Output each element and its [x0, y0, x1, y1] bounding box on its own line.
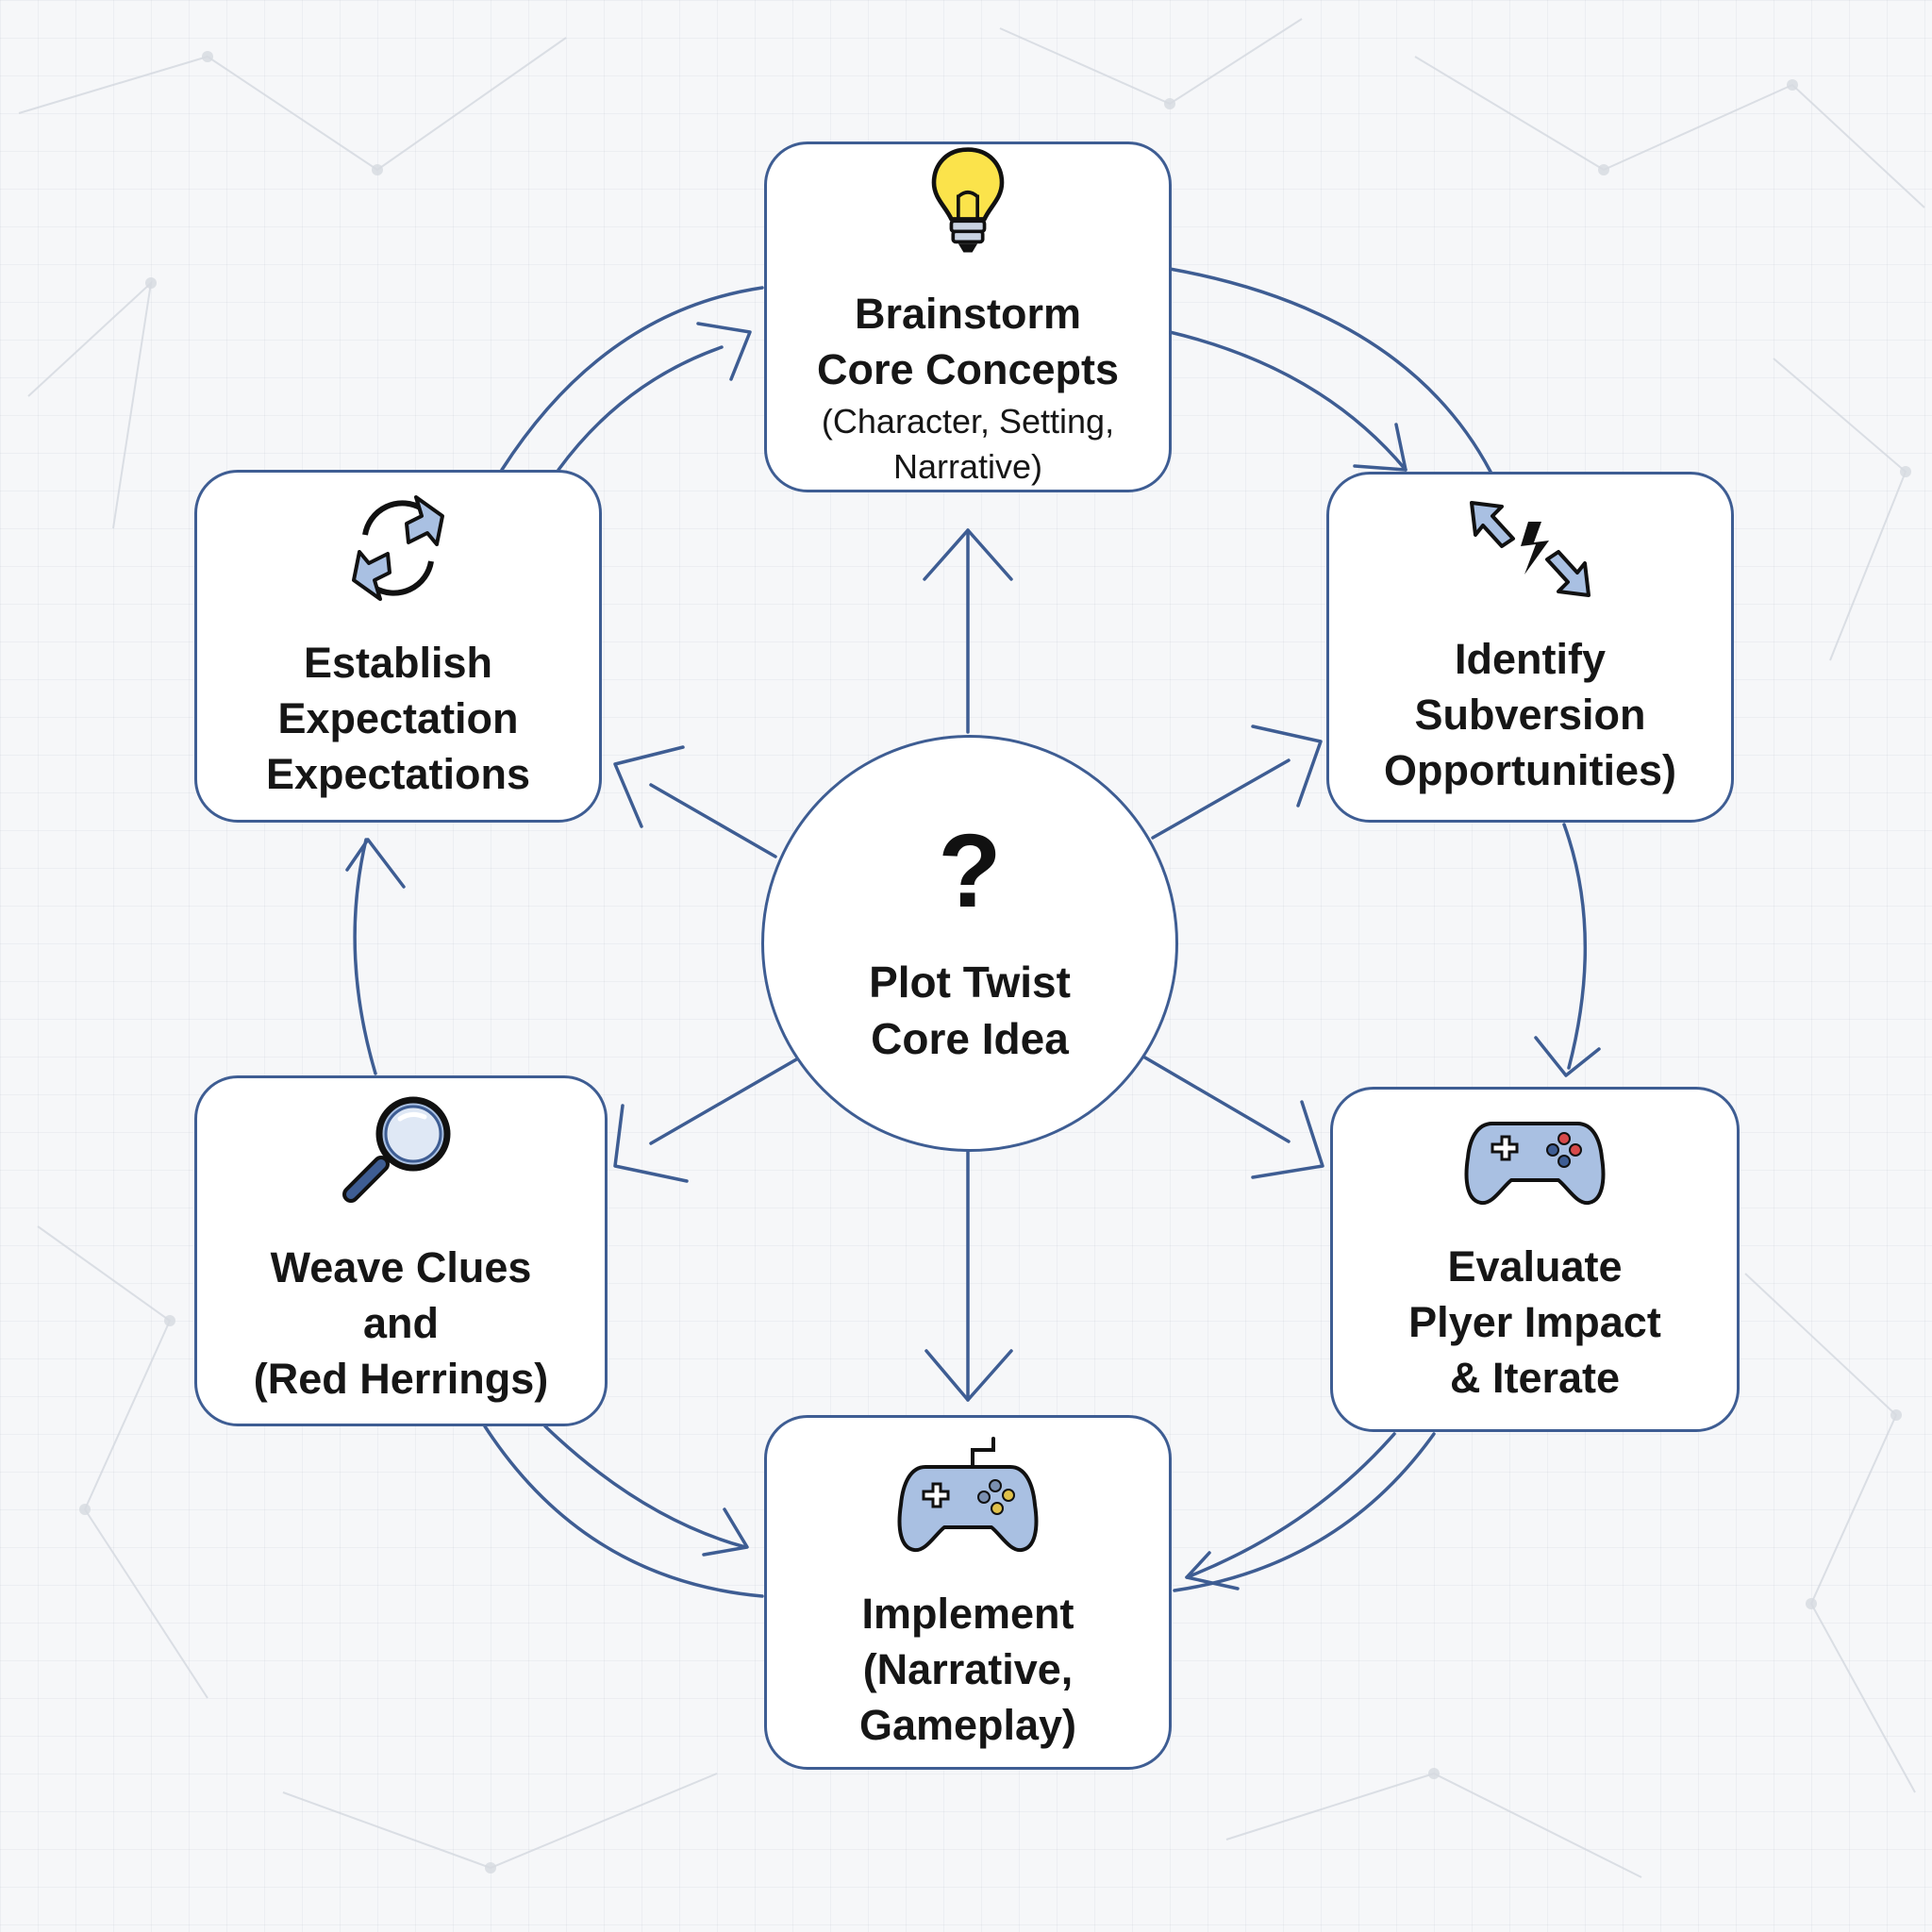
- arrow-brainstorm-to-identify: [1168, 267, 1492, 474]
- node-title: Evaluate Plyer Impact & Iterate: [1408, 1241, 1661, 1402]
- spoke-to-brainstorm: [923, 528, 1013, 734]
- node-identify[interactable]: Identify Subversion Opportunities): [1326, 472, 1734, 823]
- arrow-establish-to-brainstorm: [500, 286, 764, 472]
- node-title: Implement (Narrative, Gameplay): [858, 1589, 1077, 1749]
- node-title: Establish Expectation Expectations: [265, 638, 531, 798]
- gamepad-icon: [1464, 1121, 1606, 1205]
- lightning-arrows-icon: [1470, 500, 1591, 597]
- node-implement[interactable]: Implement (Narrative, Gameplay): [764, 1415, 1172, 1770]
- node-brainstorm[interactable]: Brainstorm Core Concepts (Character, Set…: [764, 142, 1172, 492]
- gamepad-icon: [897, 1436, 1039, 1552]
- node-title: Brainstorm Core Concepts: [816, 290, 1120, 393]
- spoke-to-evaluate: [1141, 1055, 1324, 1179]
- question-mark-icon: ?: [938, 813, 1002, 929]
- arrow-evaluate-to-implement: [1173, 1432, 1436, 1592]
- node-weave[interactable]: Weave Clues and (Red Herrings): [194, 1075, 608, 1426]
- node-title: Identify Subversion Opportunities): [1384, 634, 1676, 794]
- node-evaluate[interactable]: Evaluate Plyer Impact & Iterate: [1330, 1087, 1740, 1432]
- magnifier-icon: [342, 1096, 451, 1203]
- spoke-to-establish: [613, 745, 777, 858]
- spoke-to-weave: [613, 1057, 800, 1183]
- spoke-to-identify: [1151, 724, 1323, 840]
- arrow-identify-to-evaluate: [1534, 823, 1601, 1077]
- center-node-plot-twist[interactable]: ? Plot Twist Core Idea: [761, 735, 1178, 1152]
- spoke-to-implement: [924, 1149, 1013, 1402]
- center-label: Plot Twist Core Idea: [869, 958, 1071, 1063]
- node-subtitle: (Character, Setting, Narrative): [821, 402, 1115, 486]
- lightbulb-icon: [931, 147, 1005, 253]
- node-title: Weave Clues and (Red Herrings): [253, 1242, 549, 1403]
- arrow-weave-to-establish: [345, 838, 406, 1075]
- arrow-weave-to-implement: [483, 1424, 764, 1598]
- node-establish[interactable]: Establish Expectation Expectations: [194, 470, 602, 823]
- refresh-cycle-icon: [352, 494, 444, 601]
